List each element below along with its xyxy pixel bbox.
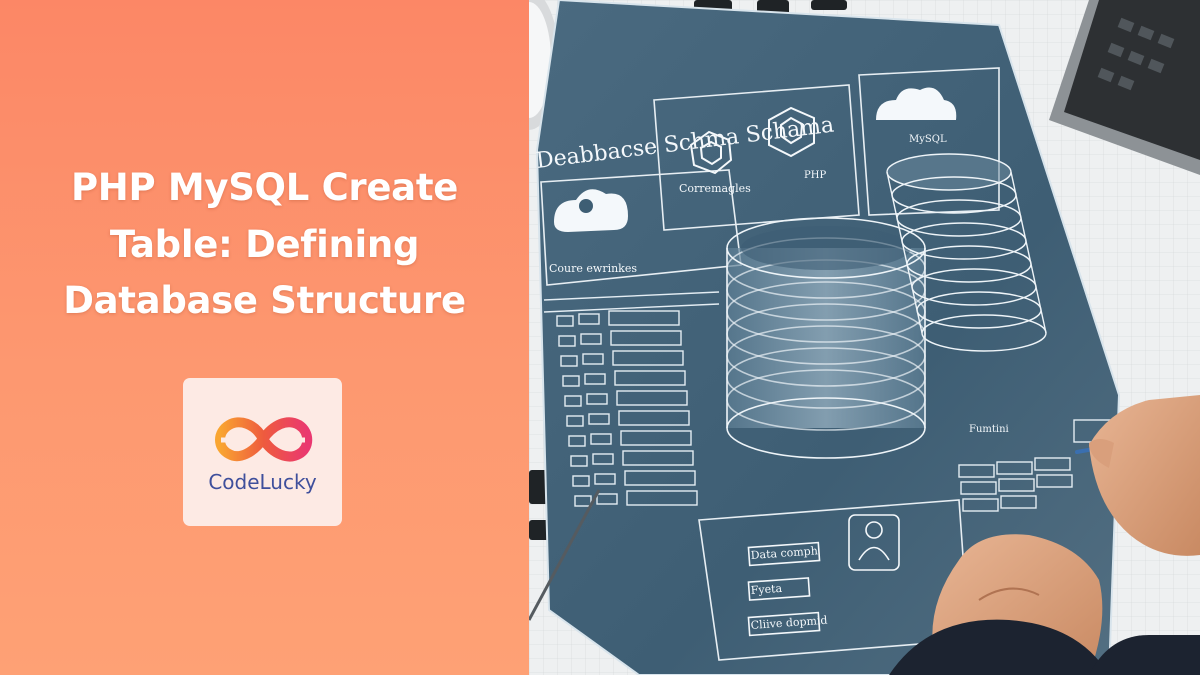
laptop-decor [1049,0,1200,175]
mysql-label: MySQL [909,134,947,145]
infinity-logo-icon [215,417,313,462]
logo-card[interactable]: CodeLucky [183,378,342,526]
database-cylinder-icon [726,217,926,459]
data-panel-label: Fumtini [969,424,1009,435]
cloud-user-icon [554,189,628,232]
php-label: PHP [804,170,826,181]
logo-wordmark: CodeLucky [208,470,317,494]
form-label-1: Data comph [750,544,818,562]
components-label: Corremagles [679,182,751,195]
resting-hand-decor [889,534,1200,675]
banner-panel: PHP MySQL Create Table: Defining Databas… [0,0,529,675]
course-label: Coure ewrinkes [549,262,637,275]
php-hexagon-icon [689,130,733,175]
form-label-3: Cliive dopmid [750,614,828,632]
writing-hand-decor [1089,395,1200,556]
schema-table [543,291,720,507]
cloud-icon [876,87,957,120]
dodecahedron-icon [768,106,815,158]
blueprint-illustration: Deabbacse Schma Schama PHP MySQL Correma… [529,0,1200,675]
form-label-2: Fyeta [750,582,783,597]
user-figure-icon [848,514,900,571]
form-boxes: Data comph Fyeta Cliive dopmid [747,514,900,637]
page-title: PHP MySQL Create Table: Defining Databas… [63,166,466,323]
stacked-database-icon [886,153,1047,352]
